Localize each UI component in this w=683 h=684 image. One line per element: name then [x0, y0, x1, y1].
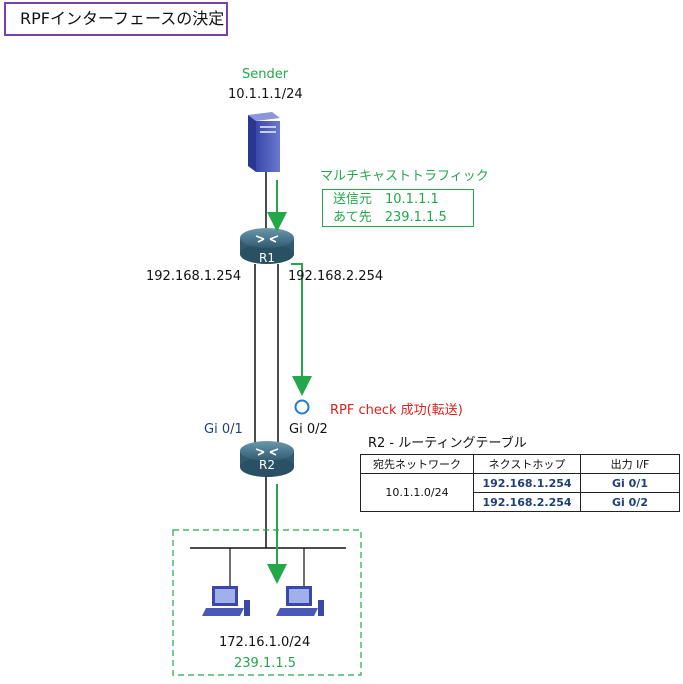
sender-label: Sender: [242, 67, 289, 82]
r2-if-left: Gi 0/1: [204, 422, 243, 437]
lan-boundary: [172, 529, 362, 676]
out-if-cell: Gi 0/1: [580, 473, 680, 493]
sender-ip: 10.1.1.1/24: [228, 87, 303, 102]
traffic-destination: あて先 239.1.1.5: [333, 210, 447, 225]
rpf-check-label: RPF check 成功(転送): [330, 403, 463, 418]
pc-icon-right: [276, 586, 324, 616]
traffic-arrow-r1-r2: [291, 263, 312, 396]
r1-left-ip: 192.168.1.254: [146, 269, 242, 284]
traffic-label: マルチキャストトラフィック: [320, 169, 489, 184]
lan-group: 239.1.1.5: [234, 656, 297, 671]
rpf-success-icon: [294, 399, 310, 415]
server-icon: [248, 112, 280, 172]
routing-table-title: R2 - ルーティングテーブル: [368, 436, 527, 451]
router-r1-icon: [240, 228, 294, 264]
table-row: 10.1.1.0/24 192.168.1.254 Gi 0/1: [360, 473, 680, 512]
next-hop-cell: 192.168.2.254: [473, 492, 581, 512]
pc-icon-left: [202, 586, 250, 616]
router-r2-icon: [240, 441, 294, 477]
lan-network: 172.16.1.0/24: [219, 635, 311, 650]
r1-right-ip: 192.168.2.254: [288, 269, 384, 284]
next-hop-cell: 192.168.1.254: [473, 473, 581, 493]
router-r2-name: R2: [259, 458, 275, 472]
traffic-box: 送信元 10.1.1.1 あて先 239.1.1.5: [322, 189, 474, 227]
page-title: RPFインターフェースの決定: [4, 2, 228, 36]
out-if-cell: Gi 0/2: [580, 492, 680, 512]
traffic-source: 送信元 10.1.1.1: [333, 192, 439, 207]
header-destination: 宛先ネットワーク: [360, 454, 474, 474]
destination-cell: 10.1.1.0/24: [360, 473, 474, 512]
header-next-hop: ネクストホップ: [473, 454, 581, 474]
router-r1-name: R1: [259, 251, 275, 265]
header-out-if: 出力 I/F: [580, 454, 680, 474]
table-row: 192.168.2.254 Gi 0/2: [361, 492, 680, 512]
r2-if-right: Gi 0/2: [289, 422, 328, 437]
routing-table: 宛先ネットワーク ネクストホップ 出力 I/F 10.1.1.0/24 192.…: [360, 454, 680, 512]
